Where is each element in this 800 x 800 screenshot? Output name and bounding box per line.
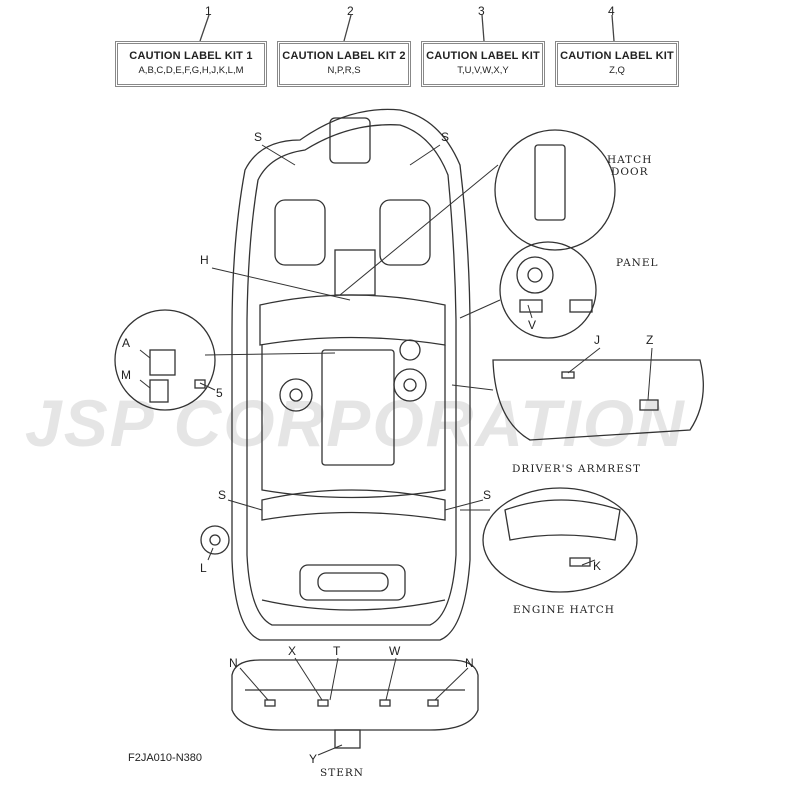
kit-leaders [199, 14, 615, 42]
callout-j: J [594, 333, 600, 347]
callout-s: S [483, 488, 492, 502]
caption-hatch: HATCH [607, 154, 653, 166]
callout-a: A [122, 336, 131, 350]
callout-m: M [121, 368, 131, 382]
caption-engine-hatch: ENGINE HATCH [513, 604, 615, 616]
callout-v: V [528, 318, 537, 332]
callout-l: L [200, 561, 207, 575]
callout-n: N [229, 656, 238, 670]
kit-title: CAUTION LABEL KIT 1 [129, 50, 253, 62]
callout-w: W [389, 644, 401, 658]
callout-h: H [200, 253, 209, 267]
kit-title: CAUTION LABEL KIT [560, 50, 674, 62]
callout-s: S [218, 488, 227, 502]
kit-box-2: CAUTION LABEL KIT 2 N,P,R,S [277, 41, 411, 87]
callout-s: S [254, 130, 263, 144]
kit-box-1: CAUTION LABEL KIT 1 A,B,C,D,E,F,G,H,J,K,L… [115, 41, 267, 87]
callout-y: Y [309, 752, 318, 766]
caption-drivers-armrest: DRIVER'S ARMREST [512, 463, 642, 475]
caption-stern: STERN [320, 767, 364, 779]
kit-number-3: 3 [478, 4, 485, 18]
stern-view [231, 659, 479, 749]
callout-z: Z [646, 333, 654, 347]
kit-number-4: 4 [608, 4, 615, 18]
caption-panel: PANEL [616, 257, 659, 269]
watermark: JSP CORPORATION [25, 386, 686, 460]
kit-letters: Z,Q [609, 65, 625, 76]
diagram-code: F2JA010-N380 [128, 752, 202, 764]
kit-title: CAUTION LABEL KIT [426, 50, 540, 62]
kit-letters: N,P,R,S [327, 65, 361, 76]
kit-letters: T,U,V,W,X,Y [457, 65, 509, 76]
kit-number-2: 2 [347, 4, 354, 18]
callout-5: 5 [216, 386, 223, 400]
kit-box-3: CAUTION LABEL KIT T,U,V,W,X,Y [421, 41, 545, 87]
callout-leaders [139, 144, 653, 756]
kit-box-4: CAUTION LABEL KIT Z,Q [555, 41, 679, 87]
callout-x: X [288, 644, 297, 658]
callout-k: K [593, 559, 602, 573]
callout-n: N [465, 656, 474, 670]
caption-door: DOOR [611, 166, 649, 178]
kit-number-1: 1 [205, 4, 212, 18]
callout-t: T [333, 644, 341, 658]
kit-title: CAUTION LABEL KIT 2 [282, 50, 406, 62]
kit-letters: A,B,C,D,E,F,G,H,J,K,L,M [138, 65, 244, 76]
callout-s: S [441, 130, 450, 144]
hull-top-view [231, 108, 471, 641]
detail-circles [114, 129, 704, 593]
